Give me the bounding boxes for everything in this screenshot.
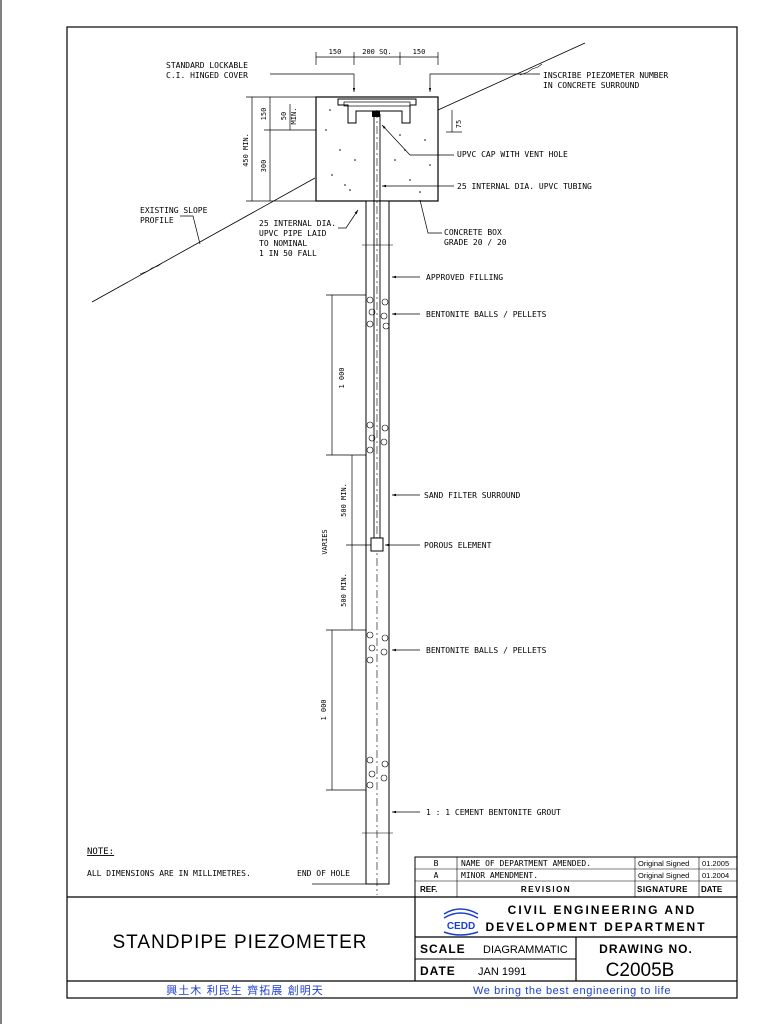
revision-texts: B NAME OF DEPARTMENT AMENDED. Original S… [420,859,729,894]
label-cap: UPVC CAP WITH VENT HOLE [457,150,568,159]
label-pipe-3: TO NOMINAL [259,239,307,248]
dim-1000-lower: 1 000 [320,699,328,720]
drawing-number: C2005B [606,960,675,981]
label-grout: 1 : 1 CEMENT BENTONITE GROUT [426,808,561,817]
label-cover-2: C.I. HINGED COVER [166,71,248,80]
scale-value: DIAGRAMMATIC [483,944,568,956]
dim-top-mid: 200 SQ. [362,48,392,56]
label-pipe-4: 1 IN 50 FALL [259,249,317,258]
label-inscribe-2: IN CONCRETE SURROUND [543,81,640,90]
dim-varies: VARIES [321,529,329,554]
rev-header-date: DATE [701,885,723,894]
label-slope-2: PROFILE [140,216,174,225]
callout-labels: STANDARD LOCKABLE C.I. HINGED COVER INSC… [140,61,668,878]
department-line-2: DEVELOPMENT DEPARTMENT [485,920,706,934]
dimension-lines [246,52,462,791]
bentonite-pellets [366,296,390,789]
label-cover-1: STANDARD LOCKABLE [166,61,248,70]
dim-150: 150 [260,108,268,121]
date-value: JAN 1991 [478,966,526,978]
label-bentonite-upper: BENTONITE BALLS / PELLETS [426,310,547,319]
note-text: ALL DIMENSIONS ARE IN MILLIMETRES. [87,869,251,878]
english-motto: We bring the best engineering to life [473,985,671,997]
sheet-border [66,26,738,999]
rev-ref-b: B [434,859,439,868]
rev-sign-b: Original Signed [638,859,689,868]
department-line-1: CIVIL ENGINEERING AND [508,903,697,917]
label-filling: APPROVED FILLING [426,273,503,282]
label-pipe-1: 25 INTERNAL DIA. [259,219,336,228]
note-heading: NOTE: [87,847,114,857]
dim-500-upper: 500 MIN. [340,483,348,517]
title-block-frame [67,896,737,982]
rev-header-signature: SIGNATURE [637,885,688,894]
label-box-2: GRADE 20 / 20 [444,238,507,247]
chinese-motto: 興土木 利民生 齊拓展 創明天 [166,983,324,997]
dimension-texts: 150 200 SQ. 150 150 50 MIN. 450 MIN. 300… [242,48,463,721]
rev-text-a: MINOR AMENDMENT. [461,871,538,880]
rev-date-a: 01.2004 [702,871,729,880]
scale-label: SCALE [420,942,466,956]
rev-text-b: NAME OF DEPARTMENT AMENDED. [461,859,591,868]
cedd-logo: CEDD [443,908,479,936]
dim-50: 50 [280,112,288,120]
dim-300: 300 [260,160,268,173]
dim-450: 450 MIN. [242,133,250,167]
standpipe [362,110,393,895]
dim-1000-upper: 1 000 [338,367,346,388]
dim-75: 75 [455,120,463,128]
dim-500-lower: 500 MIN. [340,573,348,607]
dim-top-right: 150 [413,48,426,56]
drawing-number-label: DRAWING NO. [599,942,693,956]
dim-50-min: MIN. [290,108,298,125]
cedd-logo-text: CEDD [447,921,475,932]
rev-header-ref: REF. [420,885,437,894]
label-tubing: 25 INTERNAL DIA. UPVC TUBING [457,182,592,191]
label-porous: POROUS ELEMENT [424,541,492,550]
label-slope-1: EXISTING SLOPE [140,206,208,215]
label-sand: SAND FILTER SURROUND [424,491,521,500]
note-block: NOTE: ALL DIMENSIONS ARE IN MILLIMETRES. [87,847,251,878]
label-bentonite-lower: BENTONITE BALLS / PELLETS [426,646,547,655]
label-end-of-hole: END OF HOLE [297,869,350,878]
drawing-title: STANDPIPE PIEZOMETER [112,932,367,953]
label-inscribe-1: INSCRIBE PIEZOMETER NUMBER [543,71,668,80]
date-label: DATE [420,964,456,978]
slope-profile [91,42,586,303]
label-pipe-2: UPVC PIPE LAID [259,229,327,238]
rev-sign-a: Original Signed [638,871,689,880]
leader-lines [180,73,540,885]
rev-date-b: 01.2005 [702,859,729,868]
rev-ref-a: A [434,871,439,880]
dim-top-left: 150 [329,48,342,56]
label-box-1: CONCRETE BOX [444,228,502,237]
rev-header-revision: REVISION [521,885,571,894]
